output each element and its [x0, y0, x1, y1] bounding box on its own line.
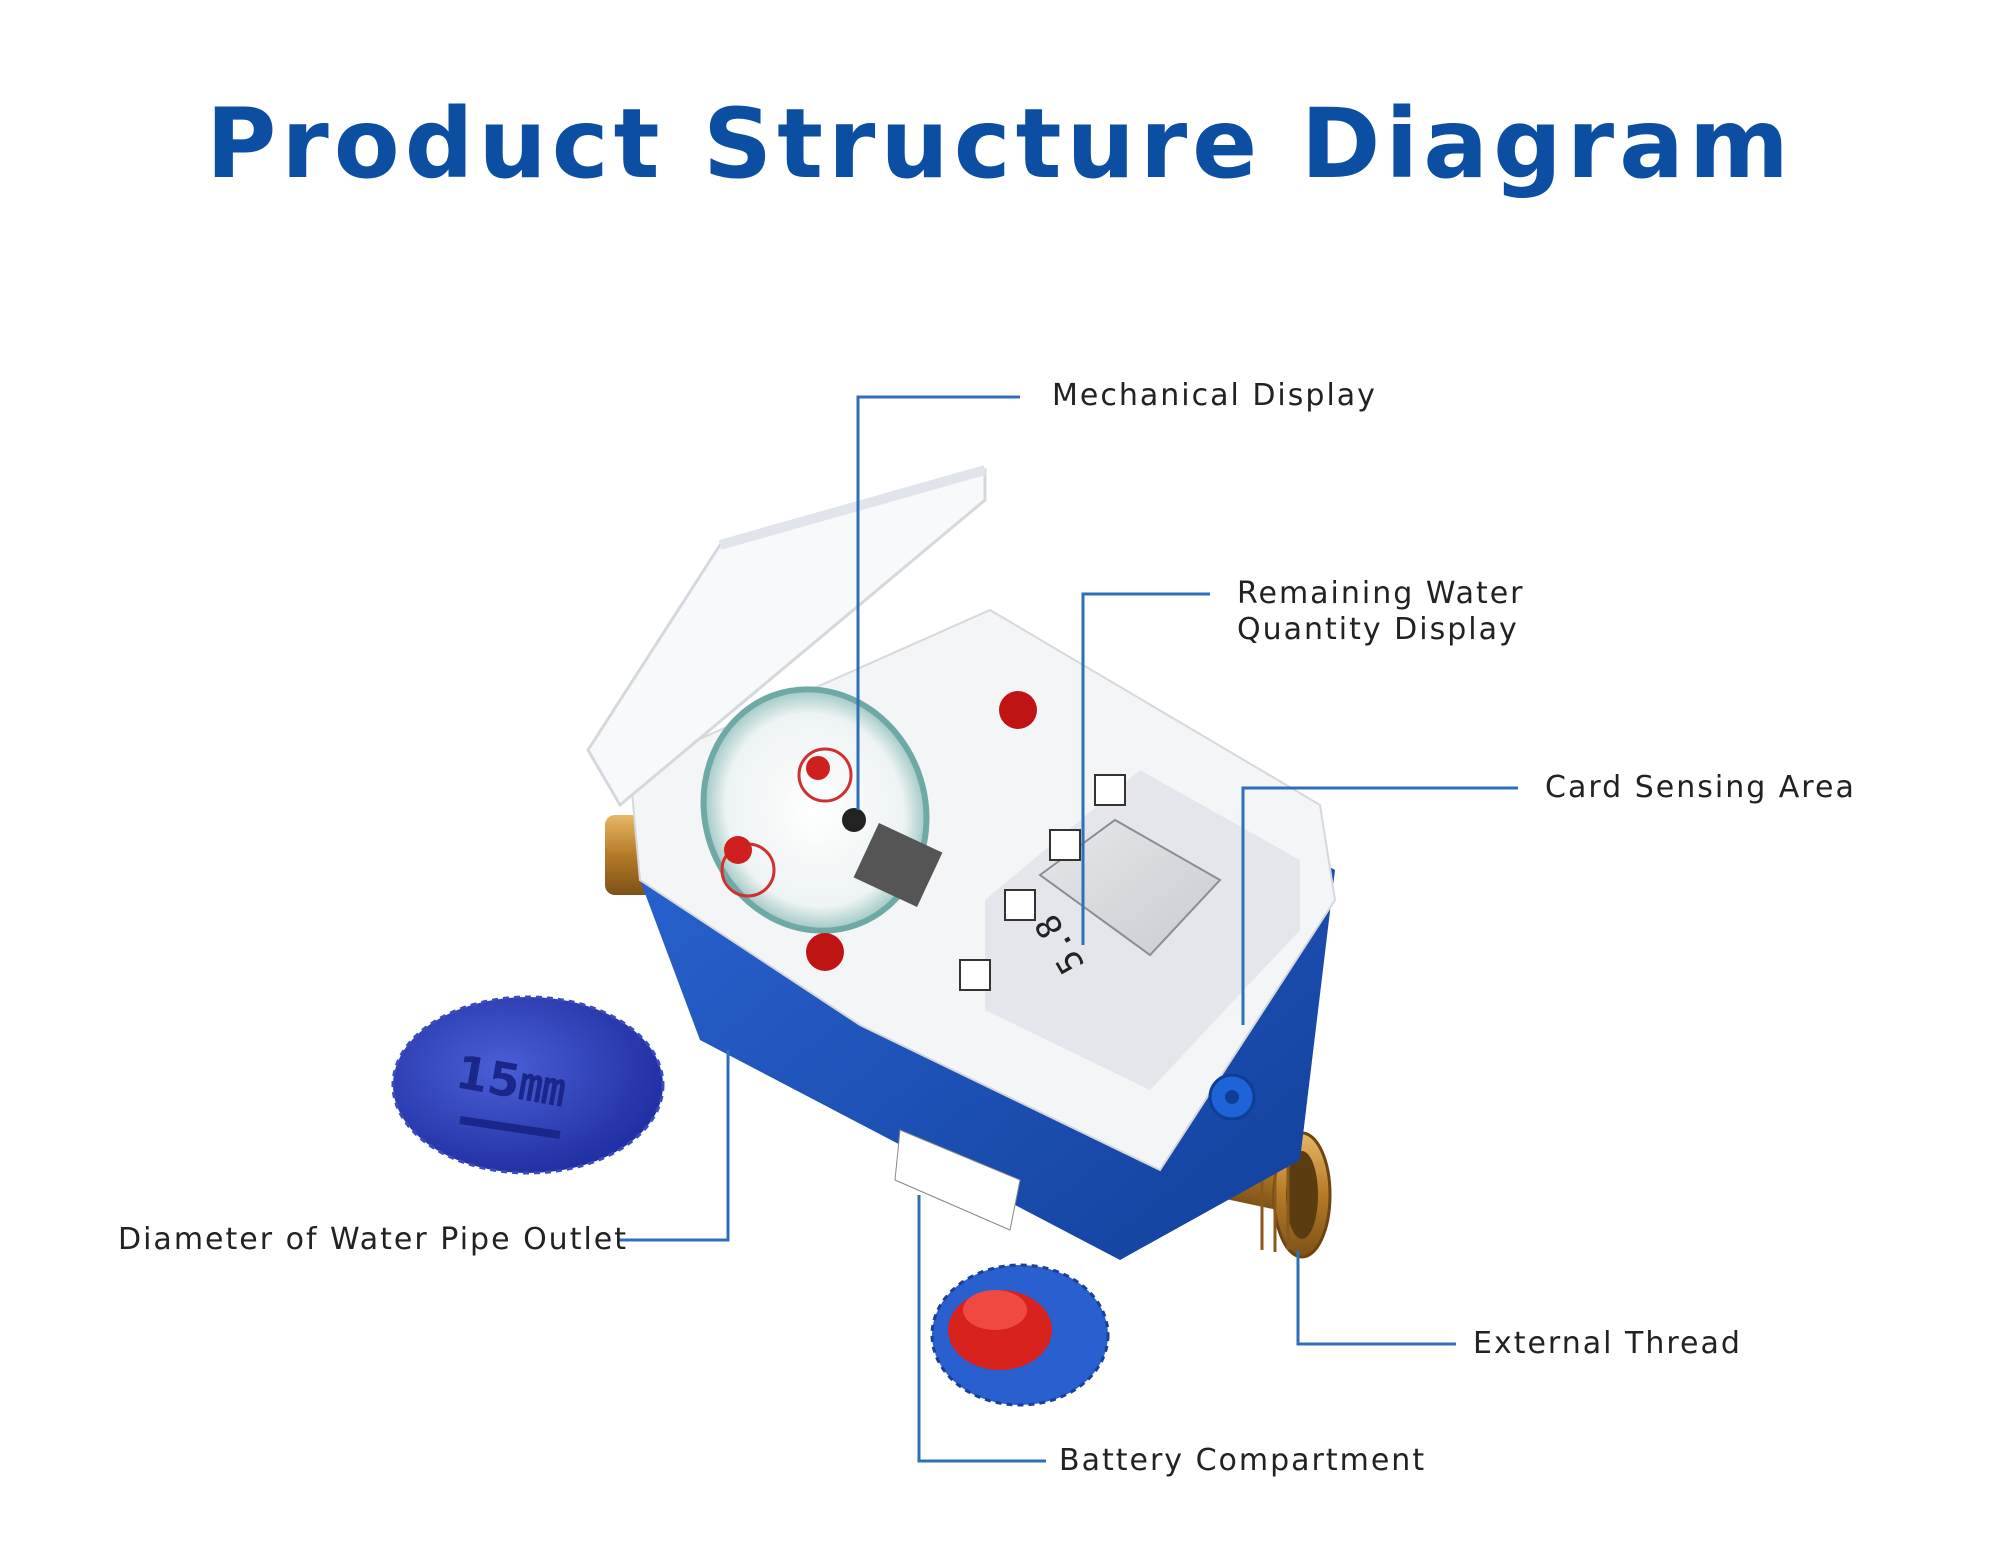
callout-external-thread: External Thread: [1473, 1326, 1742, 1361]
seal-screw-bottom: [806, 933, 844, 971]
card-sticker-icon: [1004, 889, 1036, 921]
callout-card-sensing-area: Card Sensing Area: [1545, 770, 1856, 805]
callout-battery-compartment: Battery Compartment: [1059, 1443, 1427, 1478]
warning-sticker-icon: [1094, 774, 1126, 806]
leader-card-sensing: [1241, 786, 1518, 1025]
leader-pipe-outlet: [617, 1050, 730, 1242]
leader-remaining-water: [1081, 592, 1210, 945]
callout-remaining-water-display: Remaining Water Quantity Display: [1237, 576, 1525, 648]
leader-mechanical-display: [856, 395, 1020, 810]
ip68-sticker-icon: [1049, 829, 1081, 861]
callout-pipe-outlet-diameter: Diameter of Water Pipe Outlet: [118, 1222, 629, 1257]
seal-screw-top: [999, 691, 1037, 729]
valve-sticker-icon: [959, 959, 991, 991]
page-title: Product Structure Diagram: [206, 88, 1794, 200]
leader-lines: [617, 395, 1518, 1463]
callout-remaining-water-line2: Quantity Display: [1237, 612, 1519, 647]
leader-external-thread: [1296, 1250, 1456, 1346]
valve-knob: [1208, 1073, 1256, 1121]
meter-lid: [586, 465, 987, 808]
callout-mechanical-display: Mechanical Display: [1052, 378, 1377, 413]
pipe-diameter-inset: 15㎜: [391, 995, 665, 1175]
leader-battery: [917, 1195, 1046, 1463]
mechanical-dial: [700, 686, 943, 934]
battery-compartment-inset: [930, 1263, 1110, 1407]
callout-remaining-water-line1: Remaining Water: [1237, 576, 1525, 611]
